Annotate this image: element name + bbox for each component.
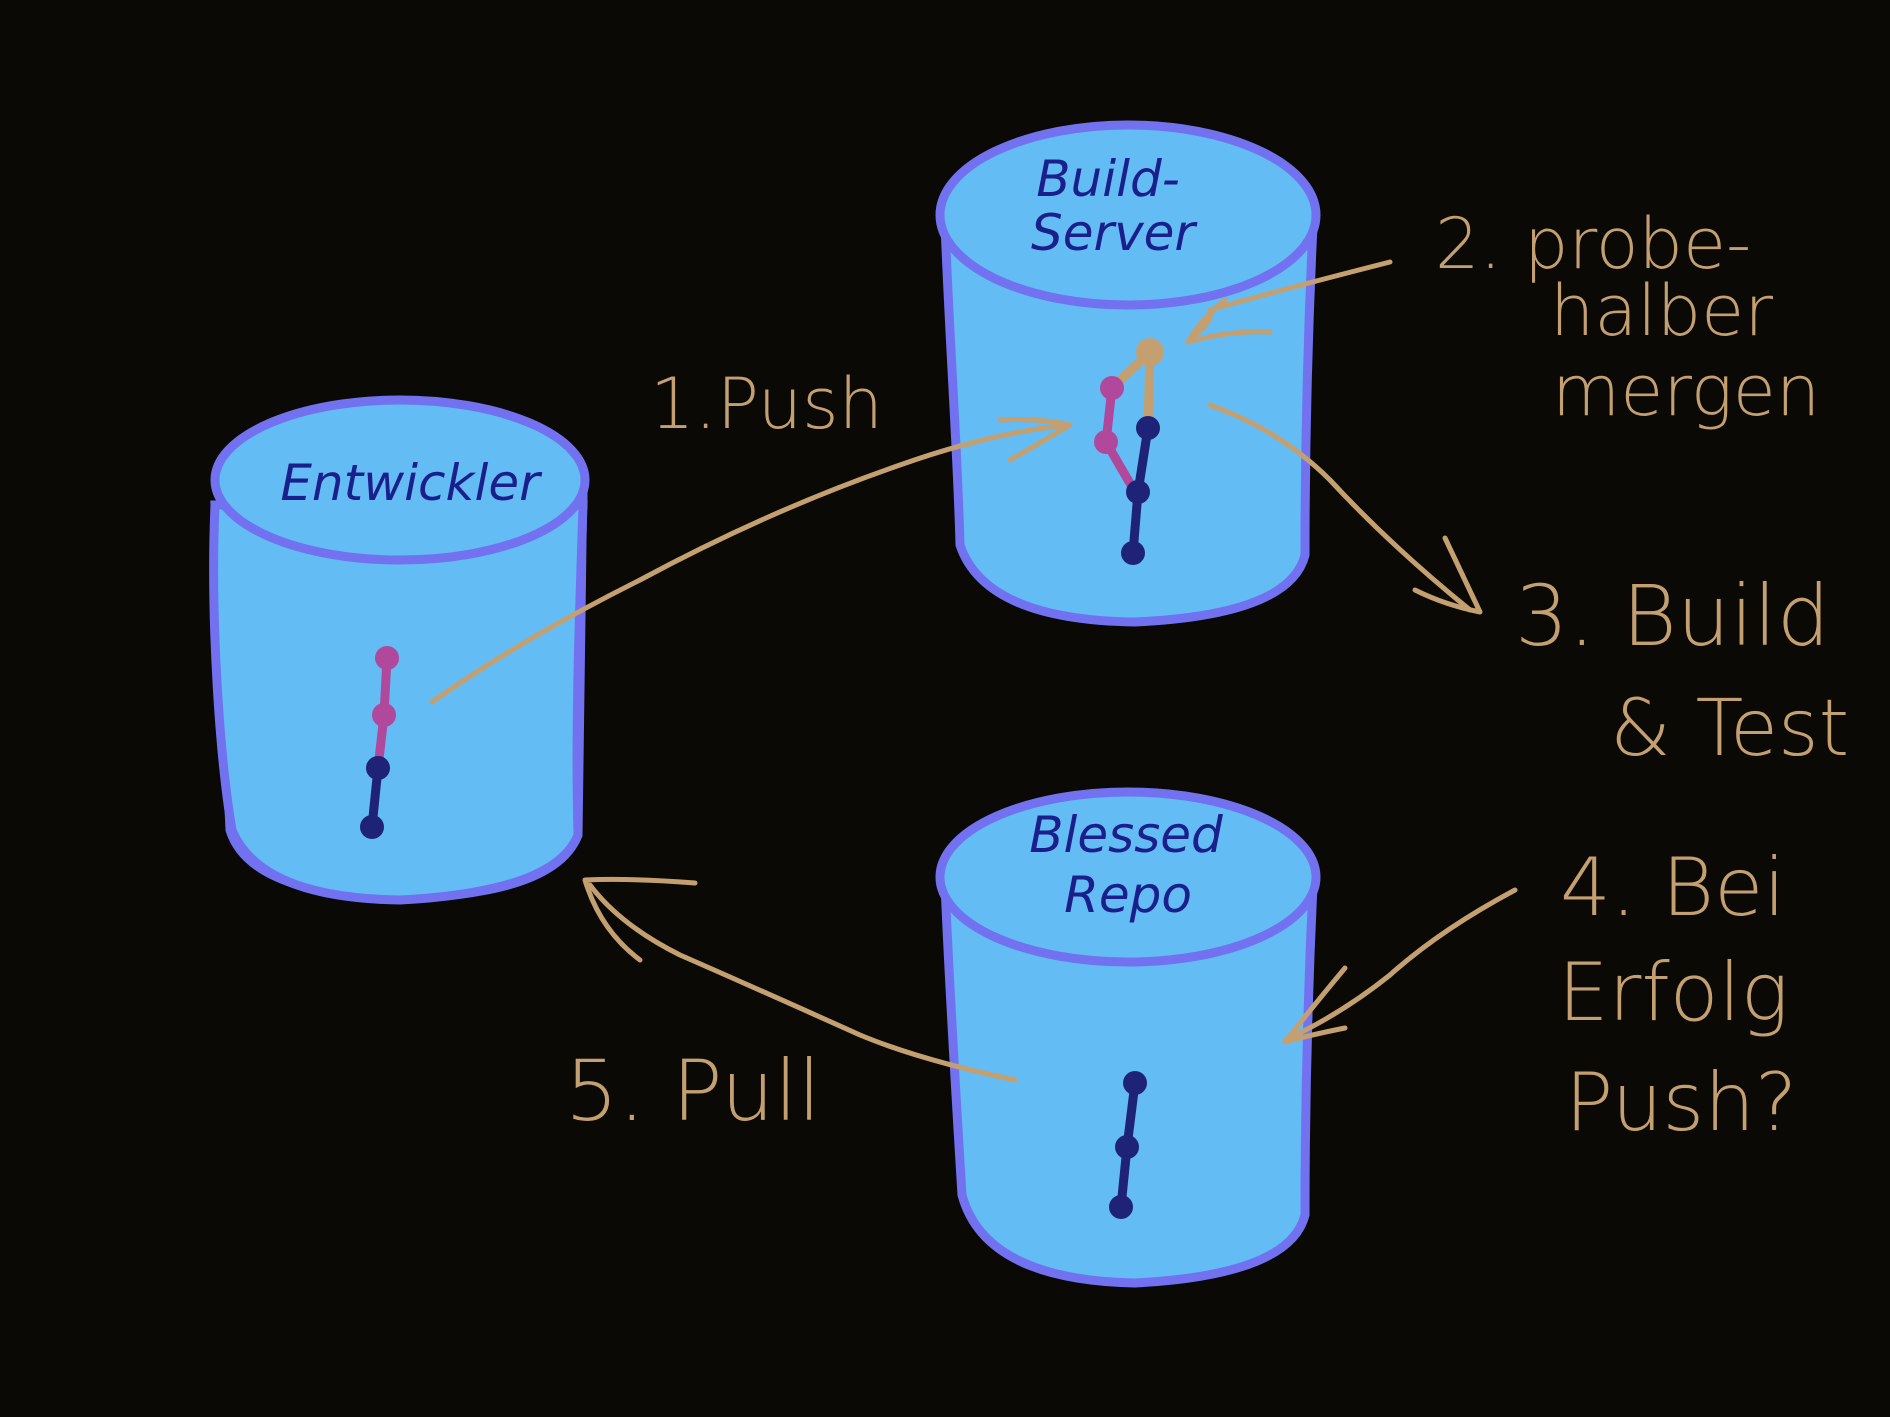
blessed-commit-main-2 [1115,1135,1139,1159]
blessed-commit-graph [1109,1071,1147,1219]
success-push-arrow [1282,887,1518,1045]
build-server-merge-commit [1136,338,1164,366]
step2-line1: 2. probe- [1435,203,1751,285]
step5-label: 5. Pull [565,1042,821,1140]
developer-commit-main-1 [360,815,384,839]
build-server-commit-main-3 [1136,416,1160,440]
step4-line3: Push? [1565,1056,1797,1149]
blessed-label-line2: Repo [1064,866,1192,924]
blessed-repo: Blessed Repo [935,787,1321,1288]
step2-line2: halber [1550,270,1773,352]
step4-line2: Erfolg [1558,946,1789,1039]
step4-line1: 4. Bei [1560,841,1786,934]
developer-commit-feature-2 [375,646,399,670]
developer-commit-main-2 [366,756,390,780]
step3-line2: & Test [1610,684,1849,774]
build-server-commit-feature-1 [1094,430,1118,454]
developer-repo: Entwickler [209,395,590,905]
developer-commit-graph [360,646,399,839]
step2-line3: mergen [1552,350,1820,432]
step3-line1: 3. Build [1515,567,1830,665]
blessed-commit-main-1 [1109,1195,1133,1219]
developer-commit-feature-1 [372,703,396,727]
build-server-commit-feature-2 [1100,376,1124,400]
build-server-commit-main-1 [1121,541,1145,565]
build-server-commit-graph [1094,338,1164,565]
pull-arrow [582,876,1018,1083]
build-server-label-line1: Build- [1036,150,1180,208]
build-test-arrow [1207,402,1483,615]
developer-label: Entwickler [280,454,543,512]
build-server-commit-main-2 [1126,480,1150,504]
blessed-commit-main-3 [1123,1071,1147,1095]
step1-label: 1.Push [650,363,883,445]
blessed-label-line1: Blessed [1029,806,1223,864]
push-arrow [429,417,1073,705]
build-server-repo: Build- Server [935,120,1321,627]
build-server-label-line2: Server [1031,204,1198,262]
merge-arrow [1185,259,1393,345]
